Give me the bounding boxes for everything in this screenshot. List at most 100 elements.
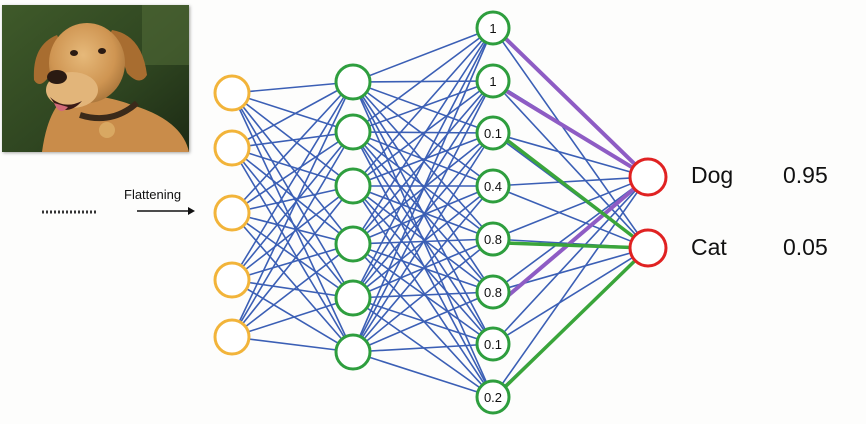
hidden2-node-value: 0.8 <box>484 232 502 247</box>
edge-hidden2-output <box>492 247 649 345</box>
edge-input-hidden1 <box>231 185 354 338</box>
hidden2-node-3 <box>475 115 511 151</box>
output-node-dog <box>628 157 668 197</box>
input-node-5 <box>213 318 251 356</box>
edge-highlight-dog <box>501 34 650 179</box>
edge-hidden1-hidden2 <box>352 185 494 398</box>
edge-input-hidden1 <box>231 81 354 281</box>
edge-hidden2-output <box>492 176 649 187</box>
input-node-2 <box>213 129 251 167</box>
edge-highlight-dog <box>501 175 650 302</box>
hidden2-node-1 <box>475 10 511 46</box>
hidden2-node-6 <box>475 274 511 310</box>
edge-hidden1-hidden2 <box>352 27 494 245</box>
hidden2-node-2 <box>475 63 511 99</box>
edge-highlight-cat <box>501 135 650 250</box>
edge-hidden2-output <box>492 27 649 249</box>
edge-hidden1-hidden2 <box>352 351 494 398</box>
hidden1-node-2 <box>334 113 372 151</box>
edge-highlight-cat <box>501 246 650 391</box>
hidden1-node-3 <box>334 167 372 205</box>
hidden2-node-value: 0.8 <box>484 285 502 300</box>
edge-input-hidden1 <box>231 336 354 353</box>
edge-hidden1-hidden2 <box>352 132 494 353</box>
input-node-1 <box>213 74 251 112</box>
edge-highlight-cat <box>502 241 649 250</box>
dog-photo <box>2 5 189 152</box>
hidden1-node-1 <box>334 63 372 101</box>
edge-input-hidden1 <box>231 147 354 245</box>
edge-input-hidden1 <box>231 131 354 149</box>
edge-hidden1-hidden2 <box>352 185 494 353</box>
hidden2-node-7 <box>475 326 511 362</box>
edge-input-hidden1 <box>231 92 354 245</box>
edge-input-hidden1 <box>231 81 354 94</box>
edge-hidden1-hidden2 <box>352 27 494 133</box>
output-prob-cat: 0.05 <box>783 234 828 260</box>
edge-input-hidden1 <box>231 147 354 299</box>
hidden2-node-5 <box>475 221 511 257</box>
edge-input-hidden1 <box>231 81 354 149</box>
hidden1-node-5 <box>334 279 372 317</box>
edge-hidden1-hidden2 <box>352 80 494 83</box>
input-node-4 <box>213 261 251 299</box>
edge-hidden1-hidden2 <box>352 291 494 353</box>
hidden2-node-value: 0.1 <box>484 126 502 141</box>
hidden2-node-value: 1 <box>489 21 496 36</box>
edge-hidden1-hidden2 <box>352 27 494 299</box>
edge-input-hidden1 <box>231 279 354 299</box>
hidden2-node-value: 0.2 <box>484 390 502 405</box>
edge-hidden2-output <box>492 185 649 249</box>
edge-hidden1-hidden2 <box>352 27 494 353</box>
edge-hidden1-hidden2 <box>352 343 494 353</box>
edge-input-hidden1 <box>231 212 354 245</box>
edge-hidden1-hidden2 <box>352 185 494 293</box>
hidden2-node-value: 0.4 <box>484 179 502 194</box>
edge-hidden1-hidden2 <box>352 27 494 187</box>
dog-image <box>2 5 189 152</box>
output-prob-dog: 0.95 <box>783 162 828 188</box>
edge-hidden2-output <box>492 132 649 178</box>
edge-hidden1-hidden2 <box>352 80 494 187</box>
edge-hidden1-hidden2 <box>352 27 494 83</box>
edge-highlight-dog <box>501 87 650 179</box>
edge-hidden1-hidden2 <box>352 185 494 240</box>
edge-hidden2-output <box>492 176 649 398</box>
hidden2-node-value: 1 <box>489 74 496 89</box>
input-node-3 <box>213 194 251 232</box>
edge-input-hidden1 <box>231 212 354 353</box>
output-label-cat: Cat <box>691 234 727 260</box>
edge-hidden2-output <box>492 176 649 345</box>
edge-input-hidden1 <box>231 297 354 338</box>
hidden2-node-4 <box>475 168 511 204</box>
edge-input-hidden1 <box>231 212 354 299</box>
edge-hidden1-hidden2 <box>352 80 494 353</box>
output-label-dog: Dog <box>691 162 734 188</box>
edge-input-hidden1 <box>231 147 354 353</box>
edge-input-hidden1 <box>231 243 354 338</box>
hidden2-node-8 <box>475 379 511 415</box>
edge-hidden1-hidden2 <box>352 132 494 187</box>
hidden1-node-4 <box>334 225 372 263</box>
edge-hidden2-output <box>492 176 649 293</box>
edge-input-hidden1 <box>231 81 354 214</box>
output-node-cat <box>628 228 668 268</box>
edge-hidden2-output <box>492 176 649 240</box>
edge-input-hidden1 <box>231 81 354 338</box>
flattening-label: Flattening <box>124 187 182 202</box>
edge-hidden1-hidden2 <box>352 238 494 353</box>
hidden1-node-6 <box>334 333 372 371</box>
highlighted-connections <box>501 34 650 391</box>
edge-input-hidden1 <box>231 147 354 187</box>
edge-input-hidden1 <box>231 185 354 214</box>
hidden2-node-value: 0.1 <box>484 337 502 352</box>
edge-input-hidden1 <box>231 131 354 281</box>
edge-input-hidden1 <box>231 131 354 214</box>
edge-hidden2-output <box>492 80 649 249</box>
network-nodes: 1 1 0.1 0.4 0.8 0.8 0.1 0.2 <box>213 10 668 415</box>
connection-lines <box>231 27 649 398</box>
edge-input-hidden1 <box>231 131 354 338</box>
edge-hidden1-hidden2 <box>352 185 494 345</box>
